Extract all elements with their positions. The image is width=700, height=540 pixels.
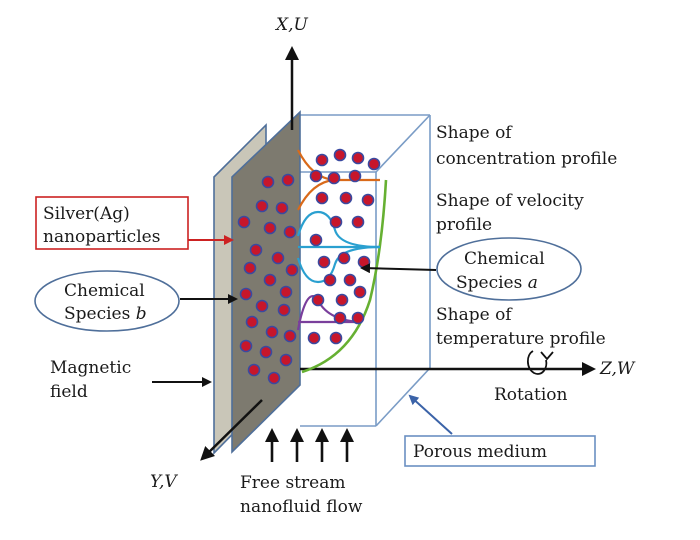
species-a-line1: Chemical [464, 249, 545, 269]
nanoparticle [237, 215, 251, 229]
nanoparticle [343, 273, 357, 287]
concentration-line2: concentration profile [436, 149, 617, 169]
nanoparticle [327, 171, 341, 185]
rotation-icon [526, 350, 554, 375]
nanoparticle [285, 263, 299, 277]
nanoparticle [351, 215, 365, 229]
temperature-profile-curve [296, 295, 361, 331]
nanoparticle [245, 315, 259, 329]
nanoparticle [261, 175, 275, 189]
nanoparticle [263, 221, 277, 235]
species-b-line1: Chemical [64, 281, 145, 301]
z-axis-label: Z,W [599, 359, 636, 379]
nanoparticle [351, 311, 365, 325]
species-a-line2: Species a [456, 273, 538, 293]
silver-label-line1: Silver(Ag) [43, 204, 130, 224]
nanoparticle [317, 255, 331, 269]
nanoparticle [279, 285, 293, 299]
porous-label-box [404, 435, 596, 467]
nanoparticle [361, 193, 375, 207]
nanoparticle [279, 353, 293, 367]
concentration-line1: Shape of [436, 123, 513, 143]
velocity-line2: profile [436, 215, 492, 235]
temperature-line1: Shape of [436, 305, 513, 325]
nanoparticle [271, 251, 285, 265]
nanoparticle [307, 331, 321, 345]
rotation-label: Rotation [494, 385, 568, 405]
species-a-arrow [360, 263, 437, 274]
silver-label-line2: nanoparticles [43, 227, 160, 247]
nanoparticle [243, 261, 257, 275]
flow-line1: Free stream [240, 473, 345, 493]
y-axis-arrow [200, 399, 263, 461]
silver-label-box [35, 196, 189, 250]
nanoparticle [357, 255, 371, 269]
nanoparticle [348, 169, 362, 183]
nanoparticle [337, 251, 351, 265]
nanoparticle [333, 148, 347, 162]
nanoparticle [311, 293, 325, 307]
nanoparticle [259, 345, 273, 359]
nanoparticle [255, 299, 269, 313]
species-b-line2: Species b [64, 304, 147, 324]
x-axis-label: X,U [274, 15, 309, 35]
species-a-ellipse [436, 237, 582, 301]
velocity-line1: Shape of velocity [436, 191, 584, 211]
nanoparticle [335, 293, 349, 307]
nanoparticle [263, 273, 277, 287]
nanoparticle [267, 371, 281, 385]
nanoparticle [239, 287, 253, 301]
free-stream-arrows [265, 428, 354, 462]
nanoparticle [315, 153, 329, 167]
nanoparticle [329, 331, 343, 345]
nanoparticle [315, 191, 329, 205]
nanoparticle [249, 243, 263, 257]
porous-pointer-arrow [408, 394, 453, 435]
nanoparticle [329, 215, 343, 229]
nanoparticle [353, 285, 367, 299]
y-axis-label: Y,V [150, 472, 178, 492]
nanoparticle [283, 329, 297, 343]
nanoparticle [309, 233, 323, 247]
nanoparticle [283, 225, 297, 239]
species-b-ellipse [34, 270, 180, 332]
nanoparticle [339, 191, 353, 205]
porous-label: Porous medium [413, 442, 547, 462]
nanoparticle [309, 169, 323, 183]
nanoparticle [247, 363, 261, 377]
nanoparticle [239, 339, 253, 353]
nanoparticle [351, 151, 365, 165]
nanoparticle [255, 199, 269, 213]
nanoparticle [367, 157, 381, 171]
nanoparticle [333, 311, 347, 325]
nanoparticle [275, 201, 289, 215]
magnetic-line2: field [50, 382, 88, 402]
nanoparticle [281, 173, 295, 187]
temperature-line2: temperature profile [436, 329, 606, 349]
silver-nanoparticles [237, 148, 381, 385]
magnetic-line1: Magnetic [50, 358, 131, 378]
velocity-profile-curve [301, 179, 388, 374]
flow-line2: nanofluid flow [240, 497, 363, 517]
nanoparticle [277, 303, 291, 317]
nanoparticle [265, 325, 279, 339]
nanoparticle [323, 273, 337, 287]
